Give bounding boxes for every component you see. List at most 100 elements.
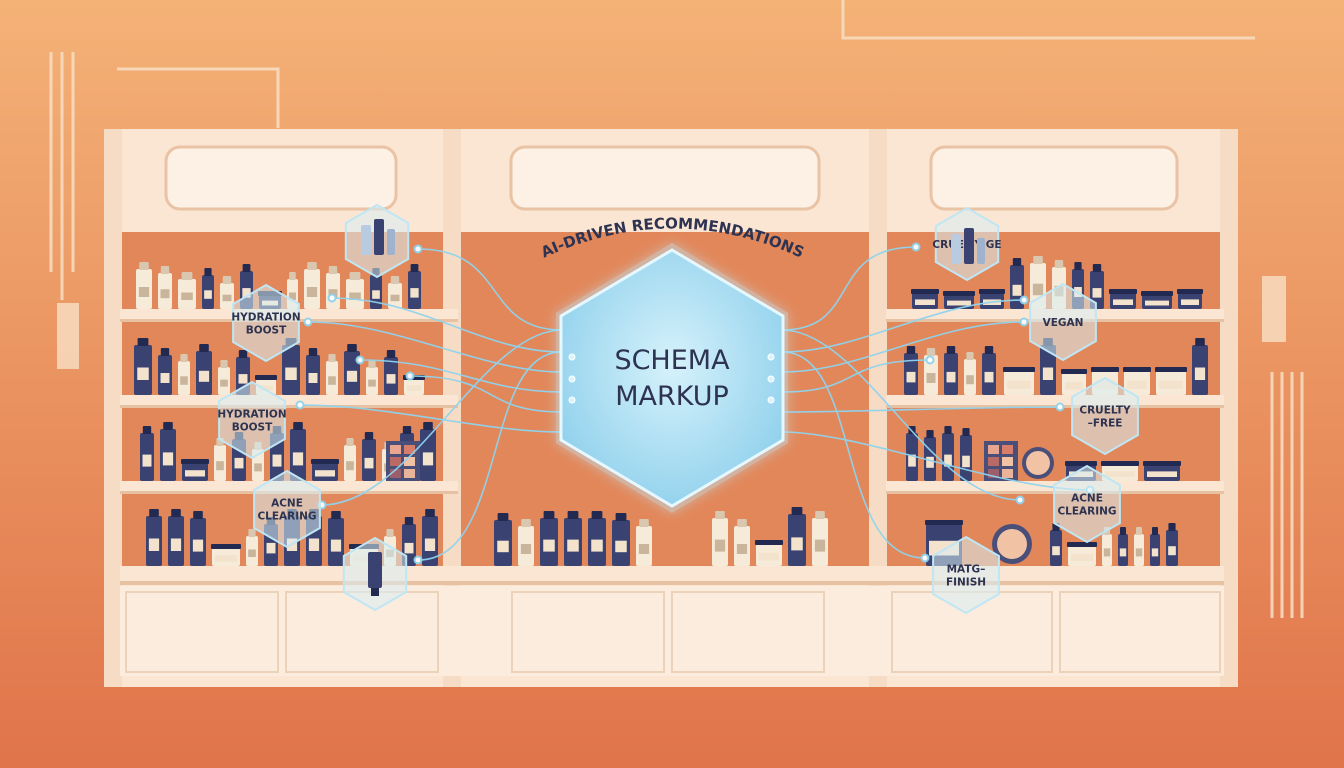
product-bottle: [1134, 527, 1144, 566]
connector-lines: [295, 242, 1095, 565]
product-bottle: [304, 262, 320, 309]
schema-markup-hub[interactable]: SCHEMA MARKUP: [556, 243, 788, 513]
connector-line: [781, 359, 931, 393]
product-bottle: [218, 360, 230, 395]
product-bottle: [158, 348, 172, 395]
product-jar: [755, 540, 783, 566]
product-bottle: [1150, 527, 1160, 566]
product-bottle: [362, 432, 376, 481]
tag-hydration-boost-2-label: BOOST: [232, 422, 273, 434]
connector-node: [405, 371, 415, 381]
connector-node: [920, 553, 930, 563]
tag-acne-clearing-left-label: ACNE: [271, 498, 303, 510]
product-bottle: [540, 511, 558, 566]
product-bottle: [366, 360, 378, 395]
product-bottle: [1192, 338, 1208, 395]
product-bottle: [388, 276, 402, 309]
product-bottle: [1118, 527, 1128, 566]
connector-node: [355, 355, 365, 365]
connector-line: [417, 351, 563, 561]
connector-node: [925, 355, 935, 365]
connector-line: [781, 246, 917, 331]
product-jar: [979, 289, 1005, 309]
connector-line: [409, 375, 563, 413]
product-jar: [1101, 461, 1139, 481]
product-bottle: [158, 266, 172, 309]
connector-line: [781, 351, 926, 559]
product-bottle: [220, 276, 234, 309]
decor-block-left: [57, 303, 79, 369]
product-bottle: [328, 511, 344, 566]
product-jar: [1177, 289, 1203, 309]
product-bottle: [588, 511, 606, 566]
connector-node: [1019, 295, 1029, 305]
hub-title-line1: SCHEMA: [614, 345, 730, 376]
connector-line: [781, 329, 1021, 501]
product-bottle: [924, 348, 938, 395]
product-compact: [992, 524, 1032, 564]
product-bottle: [612, 513, 630, 566]
product-hex-top-right[interactable]: [951, 228, 985, 264]
connector-line: [417, 248, 563, 331]
tube-icon: [368, 552, 382, 596]
product-palette: [984, 441, 1018, 481]
product-bottle: [812, 511, 828, 566]
product-jar: [1123, 367, 1151, 395]
product-bottle: [190, 511, 206, 566]
product-bottle: [140, 426, 154, 481]
tag-cruelty-free-label: CRUELTY: [1079, 405, 1131, 417]
product-jar: [1067, 542, 1097, 566]
product-hex-top-left[interactable]: [344, 203, 410, 279]
product-bottle: [518, 519, 534, 566]
decor-lines: [49, 0, 1304, 618]
product-bottle: [982, 346, 996, 395]
product-jar: [211, 544, 241, 566]
sign-panel-center: [509, 145, 821, 211]
decor-block-right: [1262, 276, 1286, 342]
product-bottle: [494, 513, 512, 566]
tag-vegan-label: VEGAN: [1043, 317, 1084, 329]
product-hex-bottom-left[interactable]: [342, 536, 408, 612]
product-bottle: [178, 354, 190, 395]
product-bottle: [178, 272, 196, 309]
product-bottle: [146, 509, 162, 566]
product-bottle: [1166, 523, 1178, 566]
product-bottle: [924, 430, 936, 481]
product-jar: [1061, 369, 1087, 395]
bottle-icon: [361, 219, 395, 255]
tag-acne-clearing-right-label: CLEARING: [1057, 506, 1116, 518]
connector-line: [331, 297, 563, 353]
product-jar: [1143, 461, 1181, 481]
product-bottle: [960, 428, 972, 481]
tag-acne-clearing-right-label: ACNE: [1071, 493, 1103, 505]
product-bottle: [202, 268, 214, 309]
product-bottle: [712, 511, 728, 566]
product-bottle: [344, 438, 356, 481]
connector-line: [781, 321, 1025, 373]
connector-node: [1055, 402, 1065, 412]
product-jar: [1141, 291, 1173, 309]
product-bottle: [904, 346, 918, 395]
product-bottle: [788, 507, 806, 566]
product-jar: [1109, 289, 1137, 309]
product-jar: [943, 291, 975, 309]
product-jar: [1155, 367, 1187, 395]
product-bottle: [1090, 264, 1104, 309]
tag-cruelty-free[interactable]: CRUELTY–FREE: [1071, 376, 1139, 456]
tag-cruelty-free-label: –FREE: [1088, 418, 1123, 430]
connector-node: [327, 293, 337, 303]
tag-matte-finish[interactable]: MATG–FINISH: [932, 535, 1000, 615]
product-bottle: [422, 509, 438, 566]
sign-panel-left: [164, 145, 398, 211]
connector-node: [1019, 317, 1029, 327]
tag-hydration-boost-2-label: HYDRATION: [217, 409, 286, 421]
product-bottle: [160, 422, 176, 481]
product-jar: [911, 289, 939, 309]
product-jar: [311, 459, 339, 481]
tag-vegan[interactable]: VEGAN: [1029, 282, 1097, 362]
